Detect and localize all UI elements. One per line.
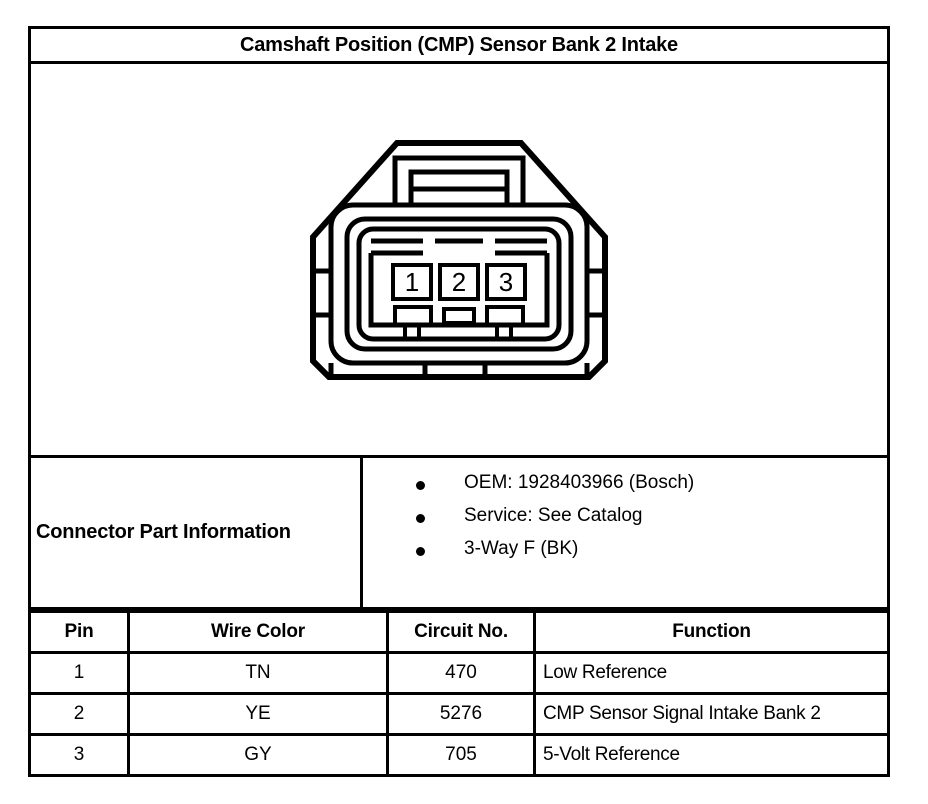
connector-diagram-panel: 1 2 3: [28, 64, 890, 458]
pin-number-1: 1: [405, 267, 419, 297]
column-header-function: Function: [533, 610, 890, 654]
keying-slot-1: [393, 304, 433, 327]
table-row: 1 TN 470 Low Reference: [28, 651, 890, 695]
table-row: 3 GY 705 5-Volt Reference: [28, 733, 890, 777]
part-info-item-service: Service: See Catalog: [464, 505, 643, 526]
housing-ring-outer: [328, 202, 590, 365]
page-title: Camshaft Position (CMP) Sensor Bank 2 In…: [240, 33, 678, 56]
cell-wire-color: TN: [127, 651, 389, 695]
cell-function: CMP Sensor Signal Intake Bank 2: [533, 692, 890, 736]
part-info-item-oem: OEM: 1928403966 (Bosch): [464, 472, 695, 493]
column-header-pin: Pin: [28, 610, 130, 654]
table-row: 2 YE 5276 CMP Sensor Signal Intake Bank …: [28, 692, 890, 736]
bullet-icon: [363, 505, 425, 527]
column-header-wire-color: Wire Color: [127, 610, 389, 654]
keying-slot-2: [442, 306, 476, 325]
bullet-icon: [363, 538, 425, 560]
cell-pin: 3: [28, 733, 130, 777]
cell-function: 5-Volt Reference: [533, 733, 890, 777]
column-header-circuit-no: Circuit No.: [386, 610, 536, 654]
part-info-item-way: 3-Way F (BK): [464, 538, 579, 559]
cell-wire-color: GY: [127, 733, 389, 777]
terminal-cavity-1: [391, 262, 433, 301]
part-info-label-cell: Connector Part Information: [31, 458, 363, 607]
bullet-icon: [363, 472, 425, 494]
cell-circuit: 705: [386, 733, 536, 777]
list-item: 3-Way F (BK): [363, 538, 887, 571]
page-title-band: Camshaft Position (CMP) Sensor Bank 2 In…: [28, 26, 890, 64]
list-item: Service: See Catalog: [363, 505, 887, 538]
terminal-cavity-2: [438, 262, 480, 301]
cell-circuit: 5276: [386, 692, 536, 736]
cell-wire-color: YE: [127, 692, 389, 736]
keying-slot-3: [485, 304, 525, 327]
pinout-table: Pin Wire Color Circuit No. Function 1 TN…: [28, 610, 890, 777]
cell-pin: 1: [28, 651, 130, 695]
part-info-list: OEM: 1928403966 (Bosch) Service: See Cat…: [363, 458, 887, 607]
latch-tab-outer: [392, 155, 526, 205]
cell-function: Low Reference: [533, 651, 890, 695]
pin-number-2: 2: [452, 267, 466, 297]
list-item: OEM: 1928403966 (Bosch): [363, 472, 887, 505]
part-info-label: Connector Part Information: [36, 521, 291, 543]
connector-face-diagram: 1 2 3: [310, 139, 608, 380]
housing-ring-middle: [344, 216, 574, 351]
table-header-row: Pin Wire Color Circuit No. Function: [28, 610, 890, 654]
cell-circuit: 470: [386, 651, 536, 695]
cell-pin: 2: [28, 692, 130, 736]
document-sheet: Camshaft Position (CMP) Sensor Bank 2 In…: [28, 26, 890, 777]
terminal-cavity-3: [485, 262, 527, 301]
pin-number-3: 3: [499, 267, 513, 297]
connector-part-information: Connector Part Information OEM: 19284039…: [28, 458, 890, 610]
connector-outer-shell: [310, 139, 608, 380]
